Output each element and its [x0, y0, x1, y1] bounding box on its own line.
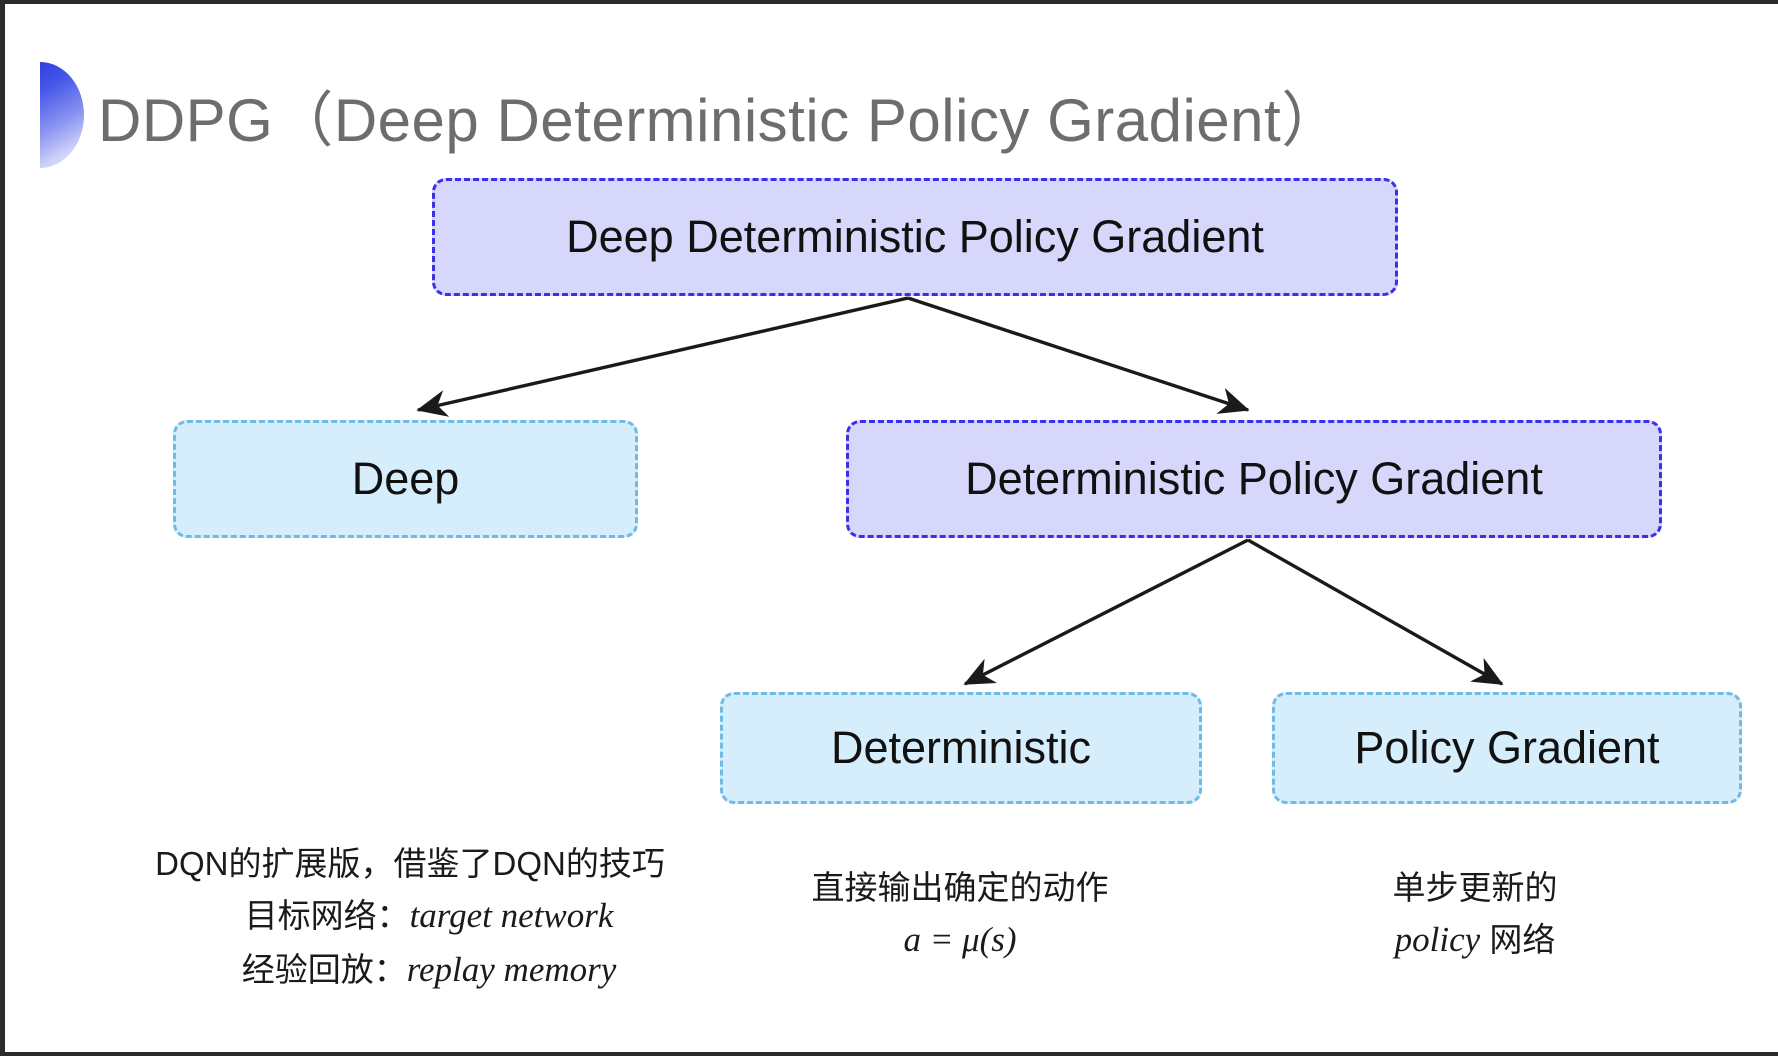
edge-dpg-to-policy-gradient [1247, 538, 1504, 686]
slide-left-border [0, 0, 5, 1056]
caption-deep-line3-term: replay memory [406, 950, 617, 990]
node-deterministic-policy-gradient[interactable]: Deterministic Policy Gradient [846, 420, 1662, 538]
caption-deep-line2: 目标网络：target network [150, 889, 670, 943]
node-deep-deterministic-policy-gradient[interactable]: Deep Deterministic Policy Gradient [432, 178, 1398, 296]
page-title: DDPG（Deep Deterministic Policy Gradient） [98, 86, 1342, 154]
node-policy-gradient[interactable]: Policy Gradient [1272, 692, 1742, 804]
caption-deep-line3-label: 经验回放： [241, 951, 407, 989]
caption-deterministic: 直接输出确定的动作 a = μ(s) [760, 862, 1160, 967]
caption-deep-line2-term: target network [409, 896, 614, 936]
caption-deep-line2-label: 目标网络： [244, 897, 410, 935]
node-deterministic[interactable]: Deterministic [720, 692, 1202, 804]
slide-top-border [0, 0, 1778, 4]
caption-policy-gradient-rest: 网络 [1480, 921, 1556, 959]
slide-title-row: DDPG（Deep Deterministic Policy Gradient） [40, 62, 1342, 168]
caption-deep: DQN的扩展版，借鉴了DQN的技巧 目标网络：target network 经验… [150, 838, 670, 998]
caption-policy-gradient: 单步更新的 policy 网络 [1310, 862, 1640, 967]
caption-deep-line1: DQN的扩展版，借鉴了DQN的技巧 [155, 845, 665, 882]
slide-bottom-border [0, 1052, 1778, 1056]
caption-deterministic-line1: 直接输出确定的动作 [811, 869, 1109, 906]
caption-policy-gradient-line2: policy 网络 [1310, 913, 1640, 967]
node-deep[interactable]: Deep [173, 420, 638, 538]
half-circle-gradient-icon [40, 62, 84, 168]
edge-root-to-deep [416, 296, 909, 417]
caption-policy-gradient-term: policy [1394, 920, 1481, 960]
edge-dpg-to-deterministic [963, 538, 1249, 686]
caption-deep-line3: 经验回放：replay memory [150, 943, 670, 997]
caption-deterministic-formula: a = μ(s) [903, 920, 1017, 960]
caption-policy-gradient-line1: 单步更新的 [1392, 869, 1558, 906]
edge-root-to-dpg [907, 296, 1250, 414]
